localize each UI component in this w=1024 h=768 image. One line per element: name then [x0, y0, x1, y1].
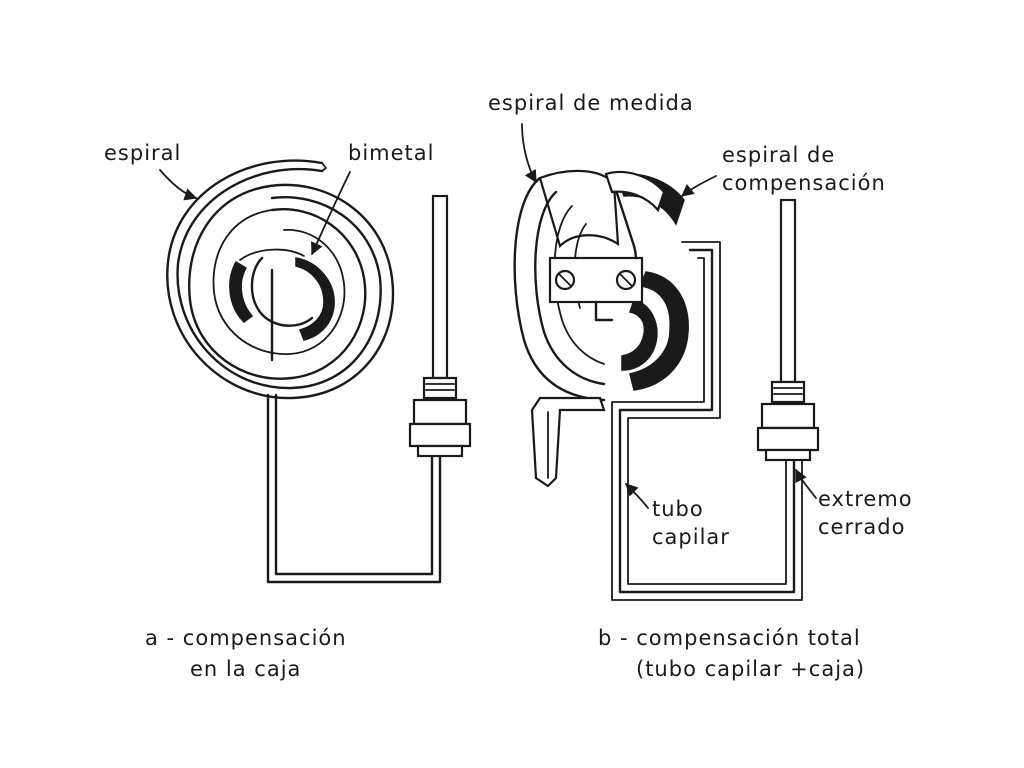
capillary-tube-b — [611, 241, 803, 601]
caption-a-line1: a - compensación — [145, 626, 347, 650]
tubo-label: tubo — [652, 497, 704, 521]
bulb-fitting-a — [408, 194, 472, 458]
espiral-label: espiral — [104, 141, 181, 165]
caption-b-line2: (tubo capilar +caja) — [636, 657, 865, 681]
capilar-label: capilar — [652, 525, 730, 549]
label-tubo-capilar: tubo capilar — [625, 483, 730, 549]
caption-a-line2: en la caja — [190, 657, 301, 681]
figure-a-case-compensation: espiral bimetal a - compensación en la c… — [104, 141, 472, 681]
label-espiral-a: espiral — [104, 141, 198, 201]
measuring-spiral-a — [166, 159, 395, 400]
compensation-spiral-b — [604, 170, 689, 391]
measuring-spiral-b — [513, 169, 637, 402]
bimetal-label: bimetal — [348, 141, 434, 165]
capillary-tube-a — [266, 393, 442, 584]
espiral-compensacion-label-2: compensación — [722, 171, 886, 195]
label-extremo-cerrado: extremo cerrado — [795, 468, 913, 539]
figure-b-total-compensation: espiral de medida espiral de compensació… — [488, 91, 913, 681]
label-bimetal: bimetal — [311, 141, 434, 256]
espiral-compensacion-label-1: espiral de — [722, 143, 835, 167]
cerrado-label: cerrado — [818, 515, 905, 539]
label-espiral-medida: espiral de medida — [488, 91, 694, 184]
clamp-block-b — [548, 256, 644, 322]
label-espiral-compensacion: espiral de compensación — [681, 143, 886, 197]
caption-b-line1: b - compensación total — [598, 626, 861, 650]
bimetal-element-a — [229, 248, 335, 362]
mounting-bracket-b — [530, 396, 606, 488]
espiral-medida-label: espiral de medida — [488, 91, 694, 115]
extremo-label: extremo — [818, 487, 913, 511]
bulb-fitting-b — [756, 198, 820, 462]
